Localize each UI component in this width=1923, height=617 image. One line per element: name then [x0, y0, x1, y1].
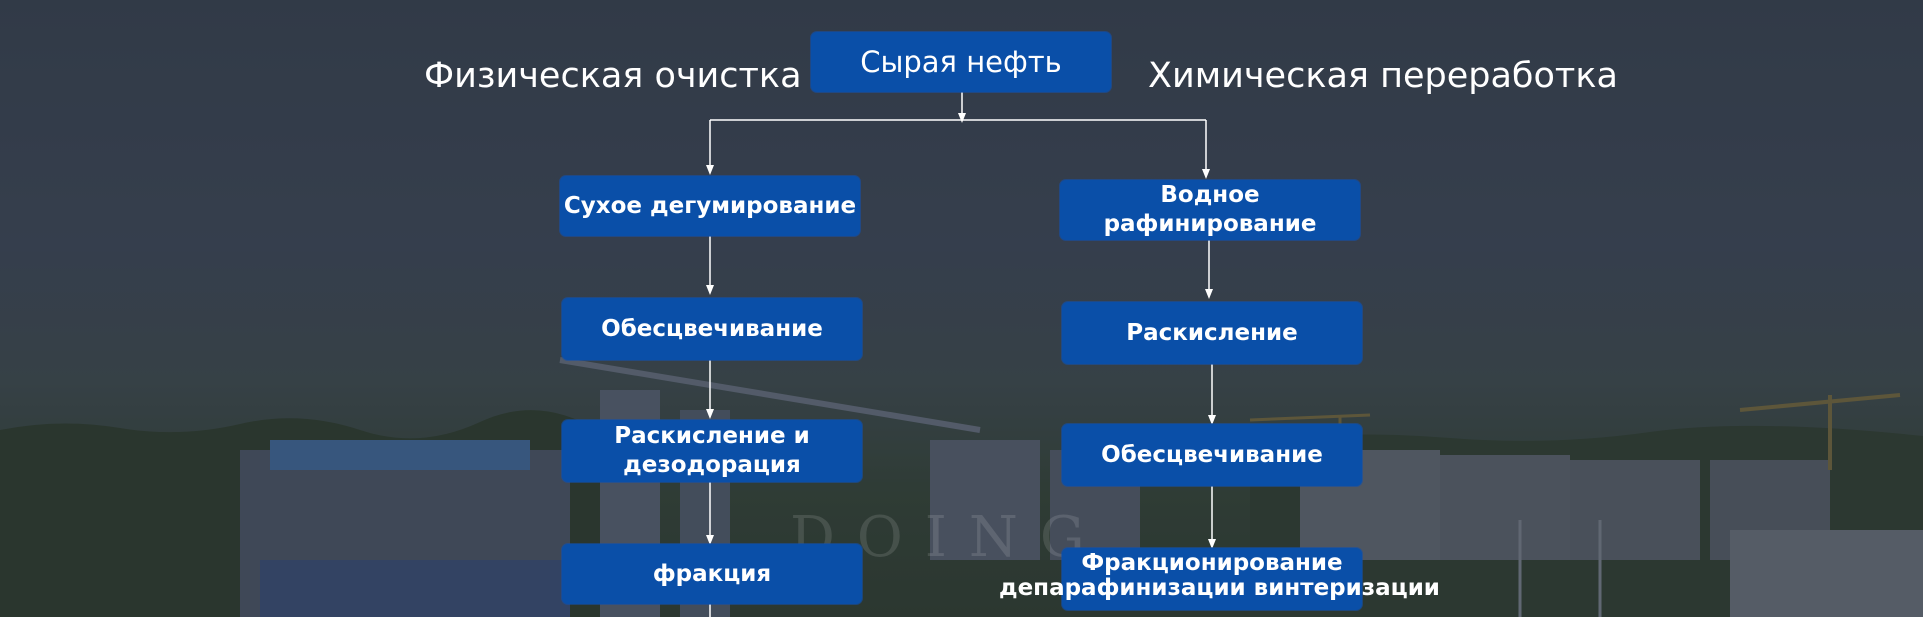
left-step-2-label: Обесцвечивание [601, 315, 823, 342]
right-step-2: Раскисление [1062, 302, 1362, 364]
right-branch-heading: Химическая переработка [1148, 56, 1618, 96]
left-step-4-label: фракция [652, 560, 772, 587]
left-step-4: фракция [562, 544, 862, 604]
left-step-2: Обесцвечивание [562, 298, 862, 360]
right-step-3-label: Обесцвечивание [1101, 441, 1323, 468]
right-step-1-label: Водное рафинирование [1103, 182, 1317, 237]
root-node: Сырая нефть [811, 32, 1111, 92]
root-node-label: Сырая нефть [860, 44, 1062, 79]
left-step-3-label: Раскисление и дезодорация [614, 423, 810, 478]
left-step-1-label: Сухое дегумирование [563, 192, 857, 219]
right-step-4-label: Фракционирование [1081, 550, 1343, 576]
left-branch-heading: Физическая очистка [424, 56, 802, 96]
right-step-3: Обесцвечивание [1062, 424, 1362, 486]
right-step-1: Водное рафинирование [1060, 180, 1360, 240]
right-step-4: Фракционирование [1062, 548, 1362, 610]
left-step-3: Раскисление и дезодорация [562, 420, 862, 482]
left-step-1: Сухое дегумирование [560, 176, 860, 236]
right-step-2-label: Раскисление [1126, 319, 1298, 346]
right-step-4-overflow-label: депарафинизации винтеризации [999, 575, 1440, 601]
